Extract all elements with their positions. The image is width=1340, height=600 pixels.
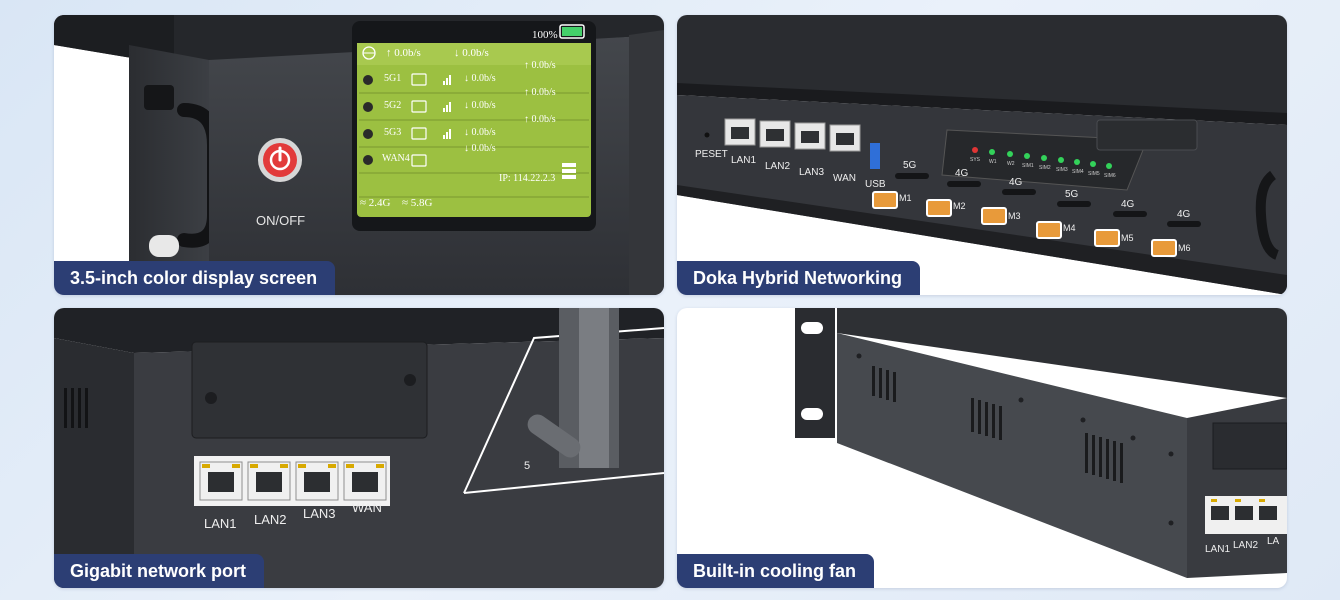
port-label-wan: WAN bbox=[833, 173, 856, 184]
wifi-24-value: 2.4G bbox=[368, 197, 391, 209]
port-label-lan3: LAN3 bbox=[303, 506, 336, 521]
led-label: W1 bbox=[989, 159, 997, 165]
row-down-value: 0.0b/s bbox=[471, 100, 496, 111]
led-label: SIM5 bbox=[1088, 171, 1100, 177]
caption-cooling: Built-in cooling fan bbox=[677, 554, 874, 588]
reset-label: PESET bbox=[695, 149, 728, 160]
led-label: SIM2 bbox=[1039, 165, 1051, 171]
led-label: SIM4 bbox=[1072, 169, 1084, 175]
port-label-partial: LA bbox=[1267, 536, 1280, 547]
led-label: SYS bbox=[970, 157, 981, 163]
row-down: ↓ 0.0b/s bbox=[464, 73, 496, 84]
sim-slot-label: M4 bbox=[1063, 223, 1076, 233]
cooling-device-image bbox=[795, 308, 1287, 578]
port-label-lan3: LAN3 bbox=[799, 167, 825, 178]
row-down-value: 0.0b/s bbox=[471, 73, 496, 84]
row-name: 5G2 bbox=[384, 100, 402, 111]
port-label-lan1: LAN1 bbox=[204, 516, 237, 531]
wifi-icon: ≈ bbox=[402, 197, 409, 209]
download-speed-value: 0.0b/s bbox=[462, 47, 489, 59]
caption-hybrid: Doka Hybrid Networking bbox=[677, 261, 921, 295]
wifi-24-label: ≈ 2.4G bbox=[360, 197, 391, 209]
wifi-icon: ≈ bbox=[360, 197, 367, 209]
sim-net-label: 5G bbox=[1065, 189, 1079, 200]
row-name: 5G1 bbox=[384, 73, 402, 84]
led-label: SIM6 bbox=[1104, 173, 1116, 179]
row-down-value: 0.0b/s bbox=[471, 143, 496, 154]
antenna-number: 5 bbox=[524, 460, 531, 472]
sim-slot-label: M2 bbox=[953, 201, 966, 211]
usb-label: USB bbox=[865, 179, 886, 190]
sim-slot-label: M3 bbox=[1008, 211, 1021, 221]
port-label-lan2: LAN2 bbox=[1233, 540, 1259, 551]
port-label-wan: WAN bbox=[352, 500, 382, 515]
panel-hybrid-networking: PESET LAN1 LAN2 LAN3 WAN USB SYS W1 W2 S… bbox=[677, 15, 1287, 295]
sim-net-label: 5G bbox=[903, 160, 917, 171]
led-label: SIM1 bbox=[1022, 163, 1034, 169]
upload-speed-value: 0.0b/s bbox=[394, 47, 421, 59]
led-label: W2 bbox=[1007, 161, 1015, 167]
sim-slot-label: M1 bbox=[899, 193, 912, 203]
sim-net-label: 4G bbox=[1009, 177, 1023, 188]
battery-percent: 100% bbox=[532, 29, 558, 41]
sim-net-label: 4G bbox=[1121, 199, 1135, 210]
row-down: ↓ 0.0b/s bbox=[464, 127, 496, 138]
row-up: ↑ 0.0b/s bbox=[524, 87, 556, 98]
power-button-label: ON/OFF bbox=[256, 213, 306, 228]
ip-address: IP: 114.22.2.3 bbox=[499, 173, 556, 184]
sim-slot-label: M6 bbox=[1178, 243, 1191, 253]
port-label-lan2: LAN2 bbox=[765, 161, 791, 172]
caption-gigabit: Gigabit network port bbox=[54, 554, 265, 588]
caption-display: 3.5-inch color display screen bbox=[54, 261, 336, 295]
panel-gigabit-port: LAN1 LAN2 LAN3 WAN 5 Gigabit network por… bbox=[54, 308, 664, 588]
row-name: WAN4 bbox=[382, 153, 410, 164]
row-name: 5G3 bbox=[384, 127, 402, 138]
display-device-image bbox=[54, 15, 664, 295]
row-down: ↓ 0.0b/s bbox=[464, 143, 496, 154]
wifi-58-value: 5.8G bbox=[410, 197, 433, 209]
sim-net-label: 4G bbox=[1177, 209, 1191, 220]
row-up-value: 0.0b/s bbox=[531, 60, 556, 71]
port-label-lan1: LAN1 bbox=[1205, 544, 1231, 555]
wifi-58-label: ≈ 5.8G bbox=[402, 197, 433, 209]
panel-cooling-fan: LAN1 LAN2 LA Built-in cooling fan bbox=[677, 308, 1287, 588]
row-up-value: 0.0b/s bbox=[531, 114, 556, 125]
upload-speed-header: ↑ 0.0b/s bbox=[386, 47, 421, 59]
row-down: ↓ 0.0b/s bbox=[464, 100, 496, 111]
sim-slot-label: M5 bbox=[1121, 233, 1134, 243]
port-label-lan2: LAN2 bbox=[254, 512, 287, 527]
panel-display-screen: ↑ 0.0b/s ↓ 0.0b/s 100% 5G1 ↓ 0.0b/s ↑ 0.… bbox=[54, 15, 664, 295]
row-up: ↑ 0.0b/s bbox=[524, 114, 556, 125]
led-label: SIM3 bbox=[1056, 167, 1068, 173]
download-speed-header: ↓ 0.0b/s bbox=[454, 47, 489, 59]
sim-net-label: 4G bbox=[955, 168, 969, 179]
gigabit-device-image bbox=[54, 308, 664, 588]
row-up-value: 0.0b/s bbox=[531, 87, 556, 98]
hybrid-device-image bbox=[677, 15, 1287, 295]
row-down-value: 0.0b/s bbox=[471, 127, 496, 138]
port-label-lan1: LAN1 bbox=[731, 155, 757, 166]
row-up: ↑ 0.0b/s bbox=[524, 60, 556, 71]
